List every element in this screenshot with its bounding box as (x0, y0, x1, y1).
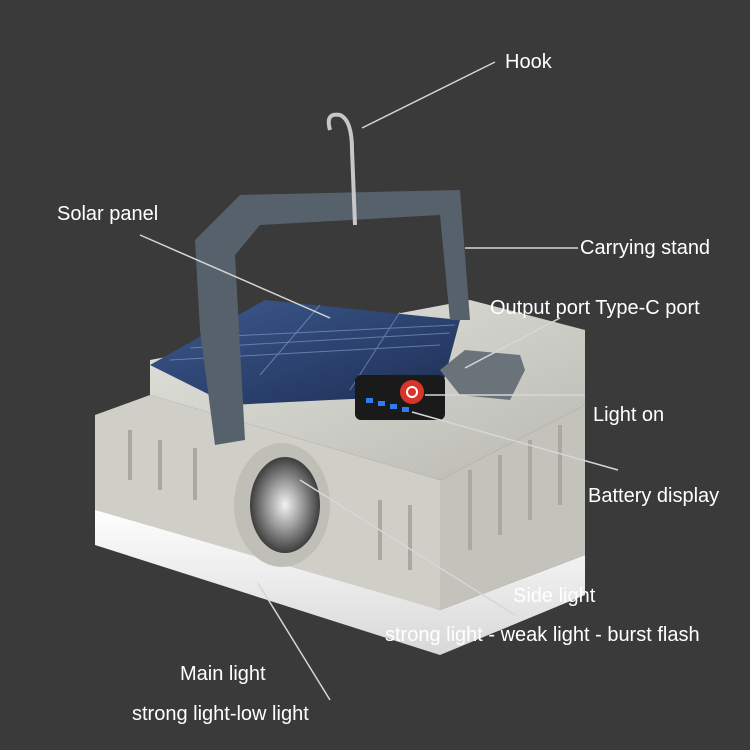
side-light-lens (250, 457, 320, 553)
label-carrying-stand: Carrying stand (580, 237, 711, 259)
hook (326, 112, 357, 226)
label-light-on: Light on (593, 404, 665, 426)
label-main-light: Main light (180, 663, 266, 685)
body-side (440, 405, 585, 610)
label-solar-panel: Solar panel (57, 203, 159, 225)
battery-leds (366, 398, 409, 412)
label-output-port: Output port Type-C port (490, 297, 700, 319)
carrying-stand (195, 190, 470, 445)
label-hook: Hook (505, 51, 552, 73)
label-battery-display: Battery display (588, 485, 720, 507)
label-side-light-modes: strong light - weak light - burst flash (385, 624, 700, 646)
label-main-light-modes: strong light-low light (132, 703, 309, 725)
type-c-port-cover (440, 350, 525, 400)
power-button (400, 380, 424, 404)
label-side-light: Side light (513, 585, 596, 607)
control-panel (355, 375, 445, 420)
